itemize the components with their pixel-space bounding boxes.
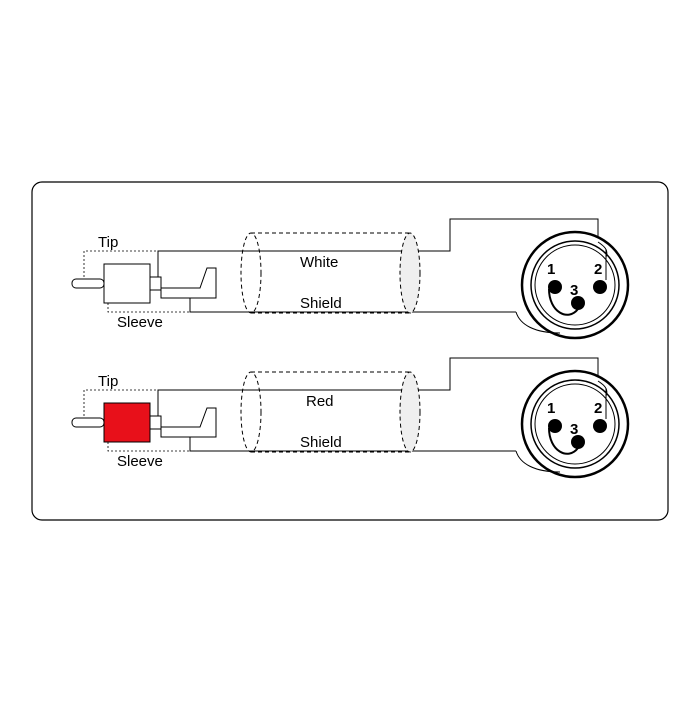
- cable-shield-outline-1: [240, 232, 421, 314]
- tip-label-1: Tip: [98, 234, 118, 251]
- xlr-connector-1: 1 2 3: [520, 230, 630, 340]
- xlr-pin-3: [571, 435, 585, 449]
- cable-2: Tip Sleeve Red Shield 1 2 3: [71, 357, 630, 479]
- sleeve-label-1: Sleeve: [117, 314, 163, 331]
- xlr-pin-1: [548, 280, 562, 294]
- xlr-pin-3: [571, 296, 585, 310]
- signal-wire-label-2: Red: [306, 393, 334, 410]
- shield-wire-label-2: Shield: [300, 434, 342, 451]
- xlr-connector-2: 1 2 3: [520, 369, 630, 479]
- xlr-pin-2: [593, 280, 607, 294]
- sleeve-label-2: Sleeve: [117, 453, 163, 470]
- xlr-pin-label-3: 3: [570, 421, 578, 438]
- xlr-pin-2: [593, 419, 607, 433]
- xlr-pin-label-2: 2: [594, 261, 602, 278]
- xlr-pin-1: [548, 419, 562, 433]
- cable-shield-outline-2: [240, 371, 421, 453]
- rca-plug-1: [71, 263, 217, 304]
- xlr-pin-label-2: 2: [594, 400, 602, 417]
- xlr-pin-label-1: 1: [547, 261, 555, 278]
- shield-wire-label-1: Shield: [300, 295, 342, 312]
- xlr-pin-label-1: 1: [547, 400, 555, 417]
- xlr-pin-label-3: 3: [570, 282, 578, 299]
- tip-label-2: Tip: [98, 373, 118, 390]
- rca-plug-body-2: [103, 402, 151, 443]
- rca-plug-2: [71, 402, 217, 443]
- rca-plug-body-1: [103, 263, 151, 304]
- cable-1: Tip Sleeve White Shield 1 2 3: [71, 218, 630, 340]
- signal-wire-label-1: White: [300, 254, 338, 271]
